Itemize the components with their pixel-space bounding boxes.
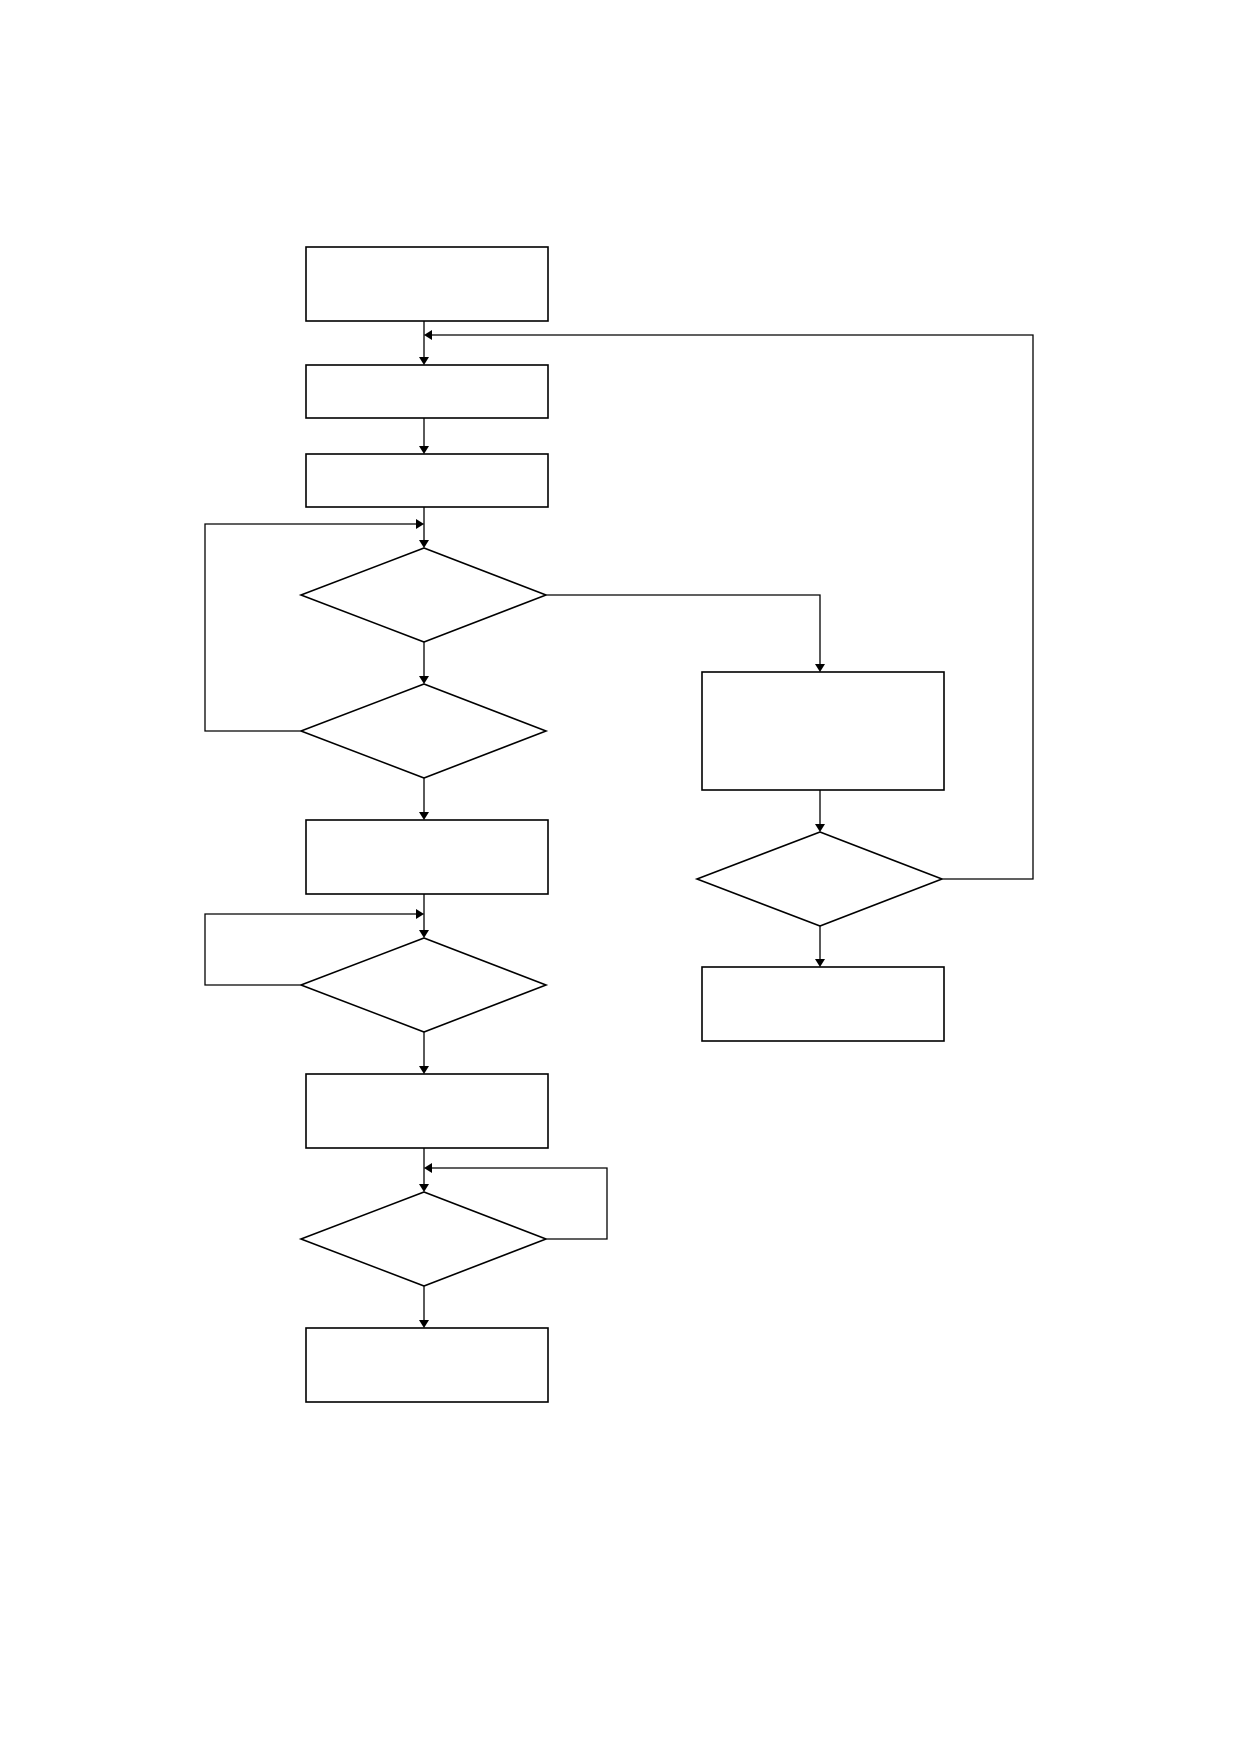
arrowhead <box>419 1184 429 1192</box>
process-box-start <box>305 246 549 322</box>
arrowhead <box>419 446 429 454</box>
decision-diamond-2 <box>298 683 549 779</box>
decision-diamond-right <box>694 831 945 927</box>
arrowhead <box>419 1066 429 1074</box>
decision-diamond-4 <box>298 1191 549 1287</box>
connector-diamond3-self-loop <box>204 913 416 986</box>
connector-diamond1-to-right-box <box>546 594 821 664</box>
arrowhead <box>815 959 825 967</box>
arrowhead <box>419 540 429 548</box>
arrowhead <box>419 930 429 938</box>
decision-diamond-1 <box>298 547 549 643</box>
connector-diamond2-loop-back <box>204 523 416 732</box>
arrowhead <box>419 357 429 365</box>
arrowhead <box>815 664 825 672</box>
arrowhead <box>419 1320 429 1328</box>
process-box-end <box>305 1327 549 1403</box>
process-box-4 <box>305 819 549 895</box>
arrowhead <box>416 909 424 919</box>
process-box-2 <box>305 364 549 419</box>
arrowhead <box>424 330 432 340</box>
connector-right-diamond-loop-back <box>432 334 1034 880</box>
arrowhead <box>815 824 825 832</box>
process-box-right-2 <box>701 966 945 1042</box>
connector-diamond4-self-loop <box>432 1167 608 1240</box>
arrowhead <box>416 519 424 529</box>
process-box-5 <box>305 1073 549 1149</box>
decision-diamond-3 <box>298 937 549 1033</box>
process-box-3 <box>305 453 549 508</box>
arrowhead <box>419 812 429 820</box>
process-box-right-1 <box>701 671 945 791</box>
arrowhead <box>419 676 429 684</box>
arrowhead <box>424 1163 432 1173</box>
